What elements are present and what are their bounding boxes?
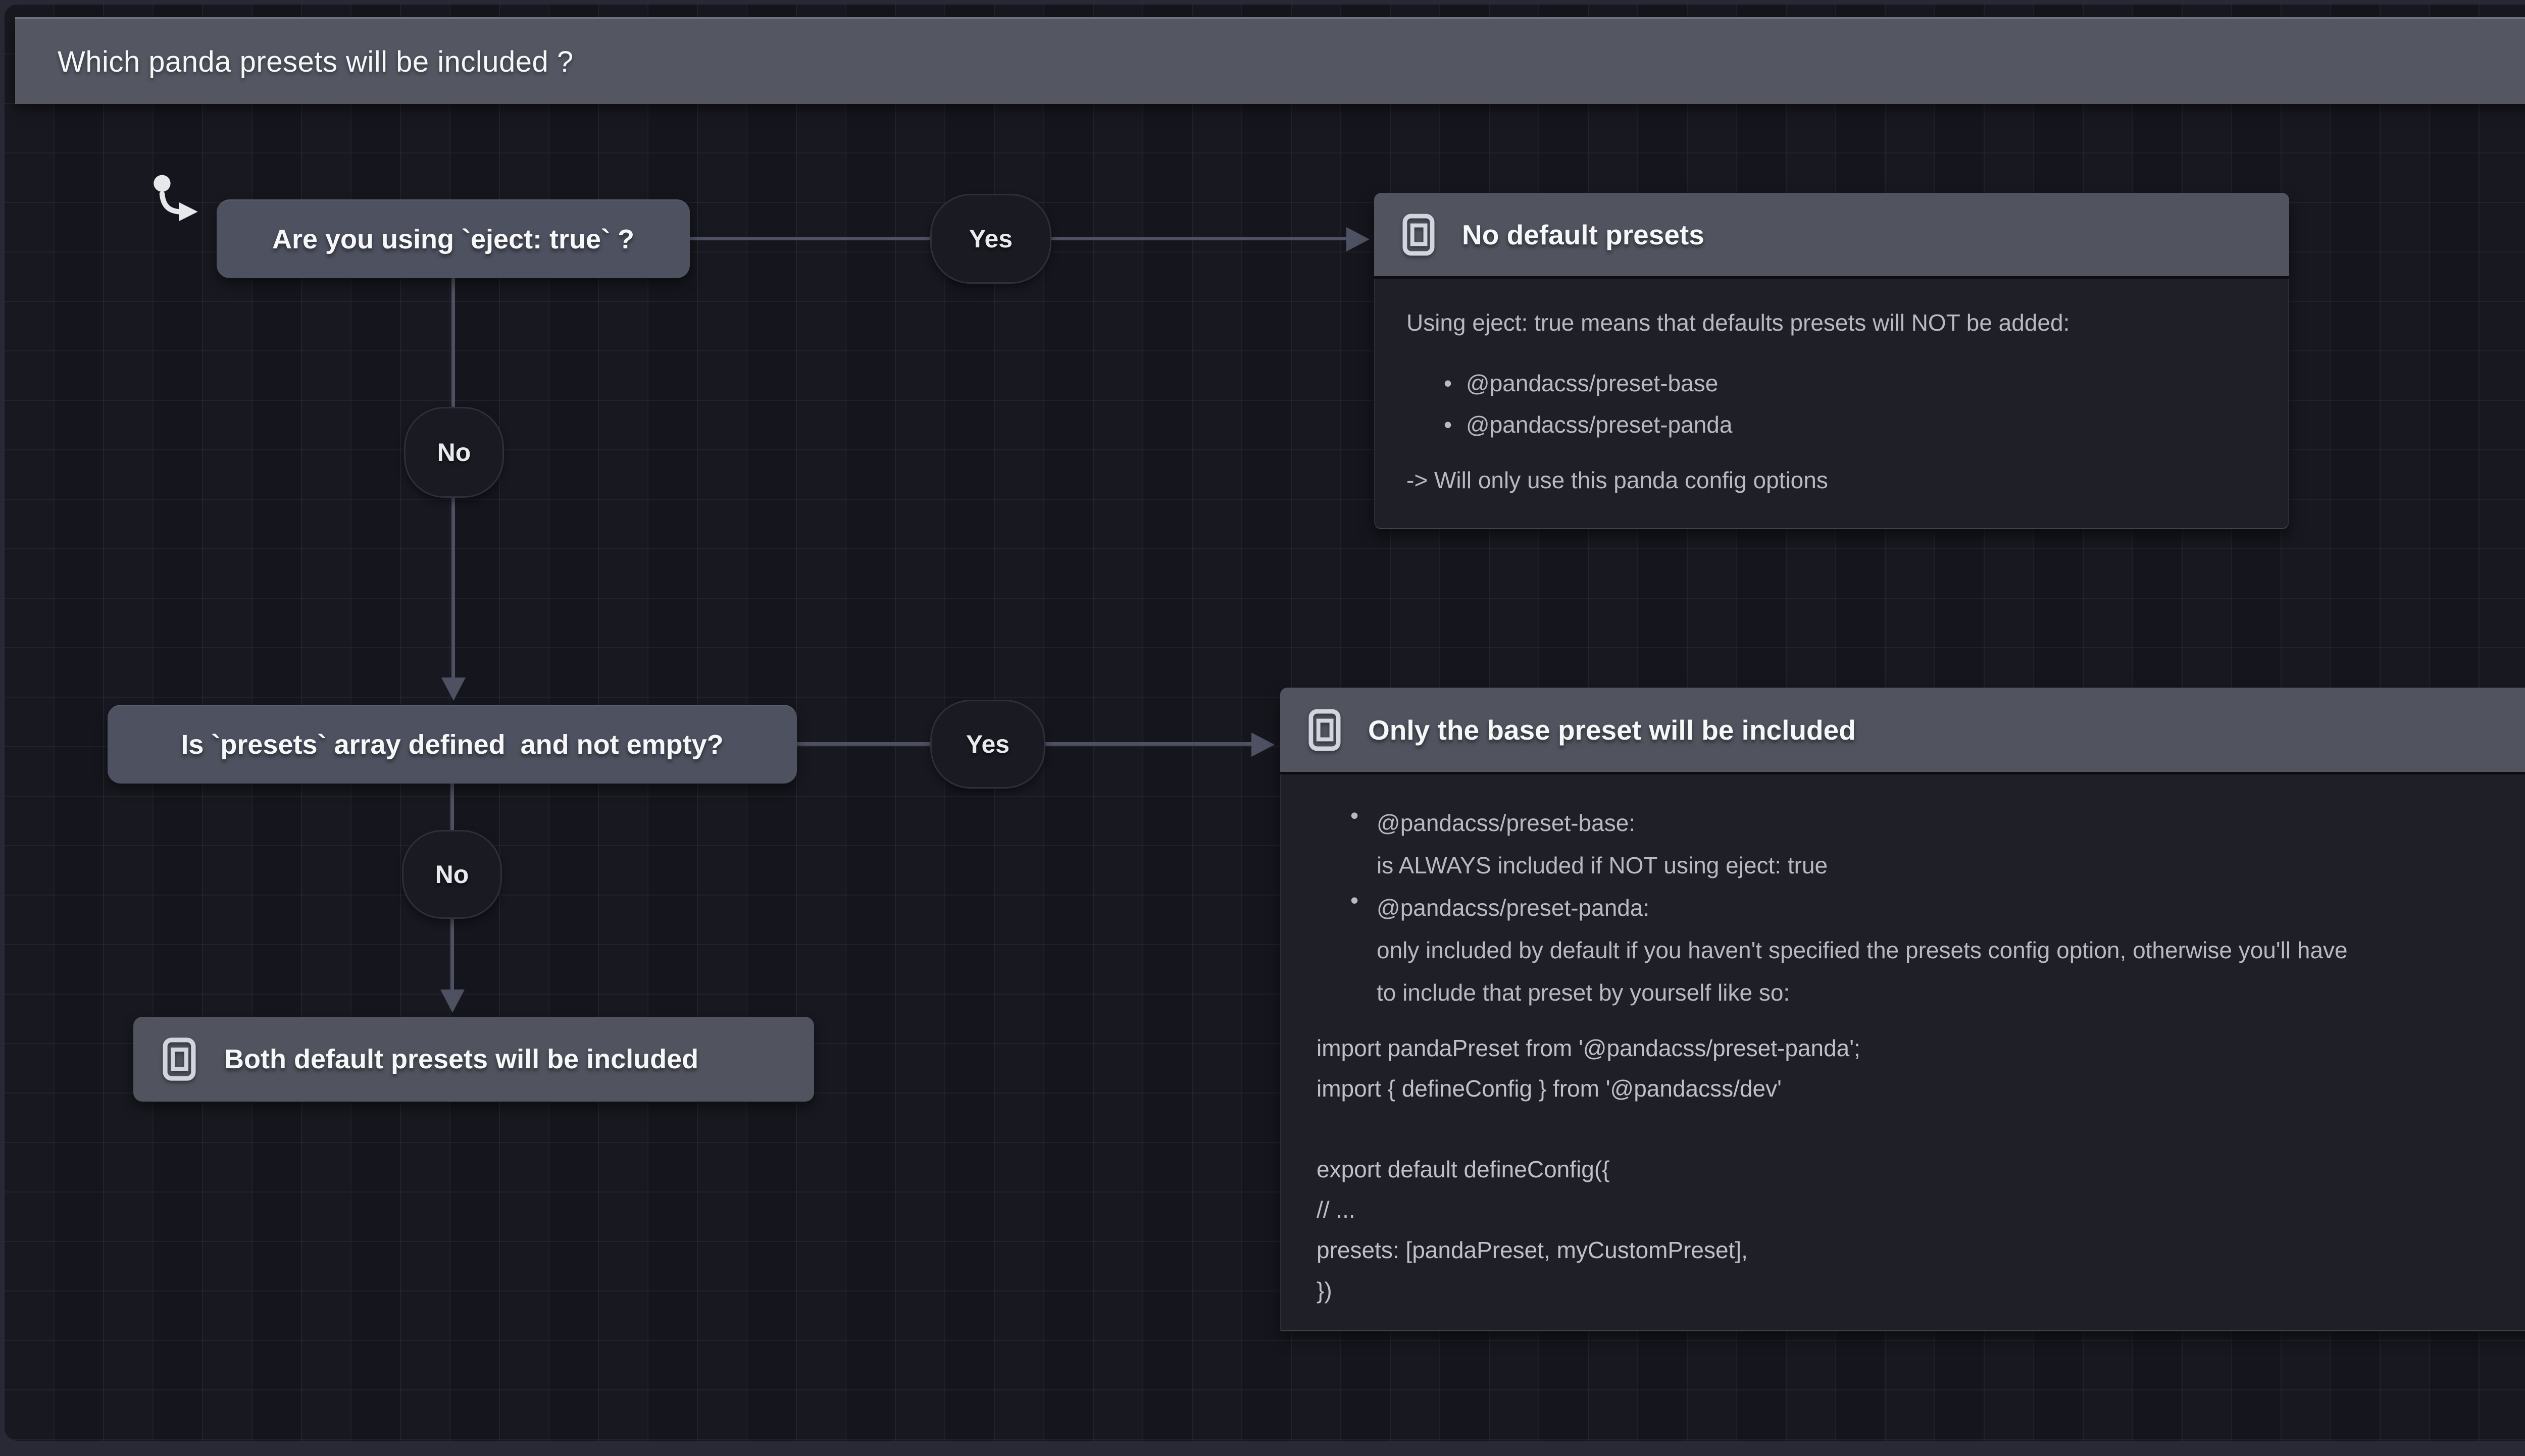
card-icon [1308, 709, 1341, 751]
code-line: presets: [pandaPreset, myCustomPreset], [1317, 1237, 1748, 1263]
card-base-preset-only-body: @pandacss/preset-base: is ALWAYS include… [1280, 774, 2525, 1331]
edge-eject-no-arrowhead [441, 678, 466, 701]
card-base-preset-only[interactable]: Only the base preset will be included @p… [1280, 688, 2525, 1331]
node-question-eject[interactable]: Are you using `eject: true` ? [217, 199, 690, 278]
edge-label-no-2[interactable]: No [402, 830, 502, 919]
frame-title: Which panda presets will be included ? [58, 45, 574, 78]
list-item: @pandacss/preset-panda: only included by… [1350, 887, 2525, 1014]
preset-list: @pandacss/preset-base @pandacss/preset-p… [1406, 362, 2258, 445]
node-question-presets-label: Is `presets` array defined and not empty… [181, 730, 724, 760]
edge-label-no-1[interactable]: No [404, 407, 504, 498]
card-title: Only the base preset will be included [1368, 714, 1856, 746]
preset-detail-list: @pandacss/preset-base: is ALWAYS include… [1317, 802, 2525, 1014]
card-base-preset-only-header: Only the base preset will be included [1280, 688, 2525, 774]
code-line: }) [1317, 1277, 1332, 1304]
pointer-click-icon [154, 175, 198, 222]
code-line: import { defineConfig } from '@pandacss/… [1317, 1075, 1782, 1102]
card-intro-text: Using eject: true means that defaults pr… [1406, 309, 2070, 336]
card-no-default-presets-header: No default presets [1374, 193, 2289, 279]
edge-label-no-2-text: No [435, 860, 469, 889]
list-item: @pandacss/preset-base [1444, 362, 2258, 404]
code-line: import pandaPreset from '@pandacss/prese… [1317, 1035, 1860, 1061]
list-term: @pandacss/preset-panda: [1377, 895, 1650, 921]
list-term: @pandacss/preset-base: [1377, 810, 1636, 836]
code-line [1317, 1109, 2525, 1149]
list-line: is ALWAYS included if NOT using eject: t… [1377, 852, 1828, 878]
list-item-text: @pandacss/preset-base [1466, 370, 1719, 396]
code-line: export default defineConfig({ [1317, 1156, 1610, 1182]
node-both-presets-label: Both default presets will be included [224, 1044, 699, 1074]
edge-label-yes-1[interactable]: Yes [930, 194, 1051, 284]
list-item: @pandacss/preset-base: is ALWAYS include… [1350, 802, 2525, 887]
edge-label-no-1-text: No [437, 438, 471, 466]
list-line: only included by default if you haven't … [1377, 937, 2348, 963]
card-no-default-presets[interactable]: No default presets Using eject: true mea… [1374, 193, 2289, 529]
edge-presets-no-arrowhead [440, 990, 465, 1013]
node-question-eject-label: Are you using `eject: true` ? [272, 224, 635, 254]
code-line: // ... [1317, 1197, 1355, 1223]
code-snippet: import pandaPreset from '@pandacss/prese… [1317, 1028, 2525, 1311]
card-outro-text: -> Will only use this panda config optio… [1406, 467, 1828, 493]
card-no-default-presets-body: Using eject: true means that defaults pr… [1374, 279, 2289, 529]
card-icon [1402, 214, 1435, 256]
node-question-presets[interactable]: Is `presets` array defined and not empty… [108, 705, 797, 784]
node-both-presets-included[interactable]: Both default presets will be included [133, 1017, 814, 1102]
edge-label-yes-1-text: Yes [969, 225, 1013, 253]
edge-eject-yes-arrowhead [1346, 227, 1370, 251]
edge-label-yes-2-text: Yes [966, 730, 1010, 758]
edge-presets-yes-arrowhead [1251, 733, 1275, 757]
edge-label-yes-2[interactable]: Yes [930, 700, 1045, 789]
list-line: to include that preset by yourself like … [1377, 979, 1790, 1006]
card-icon [163, 1037, 196, 1081]
card-title: No default presets [1462, 219, 1704, 250]
list-item: @pandacss/preset-panda [1444, 404, 2258, 445]
list-item-text: @pandacss/preset-panda [1466, 411, 1733, 438]
frame-title-bar[interactable]: Which panda presets will be included ? [15, 17, 2525, 104]
